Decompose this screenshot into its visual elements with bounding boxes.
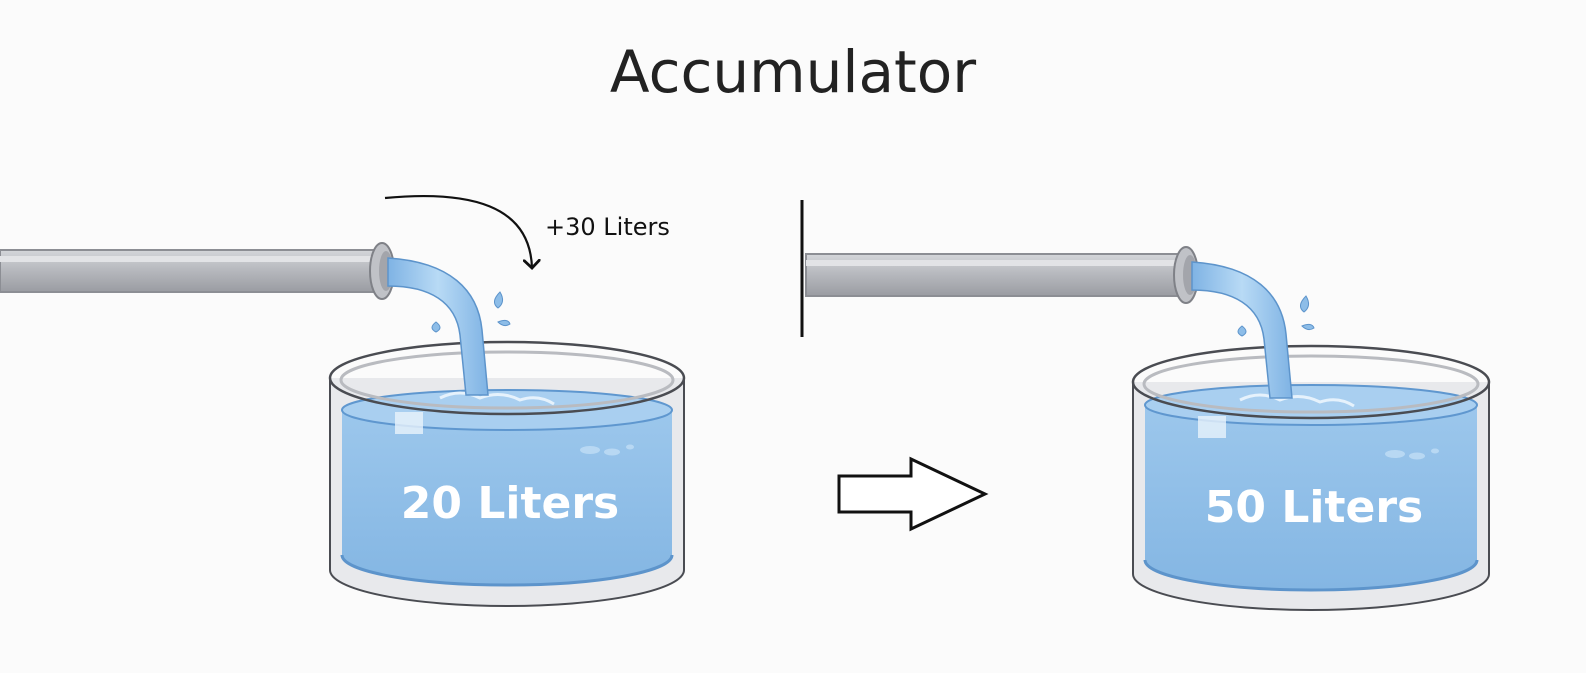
added-amount-arrow	[384, 194, 532, 268]
transition-arrow	[837, 456, 989, 532]
after-scene: 50 Liters	[805, 246, 1491, 611]
left-water-stream	[387, 257, 511, 396]
diagram-title: Accumulator	[609, 38, 977, 106]
right-pipe	[805, 246, 1199, 304]
before-scene: +30 Liters 20 Liters	[0, 194, 686, 607]
right-water-stream	[1191, 261, 1315, 399]
left-pipe	[0, 242, 395, 300]
right-tank	[1131, 344, 1491, 611]
added-amount-label: +30 Liters	[545, 213, 670, 241]
after-tank-label: 50 Liters	[1205, 482, 1423, 533]
left-tank	[328, 340, 686, 607]
before-tank-label: 20 Liters	[401, 478, 619, 529]
